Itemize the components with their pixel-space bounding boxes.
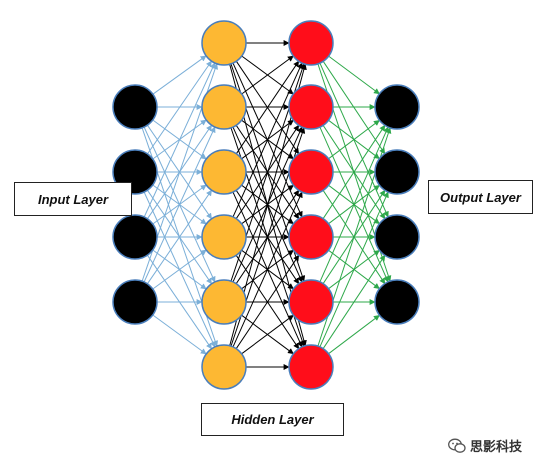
- edge-hidden-2-0-to-output-0: [328, 55, 380, 95]
- input-layer-label: Input Layer: [14, 182, 132, 216]
- edge-input-3-to-hidden-1-2: [146, 189, 213, 285]
- edge-input-0-to-hidden-1-0: [152, 55, 207, 95]
- neuron-hidden-2-5: [288, 344, 334, 390]
- neuron-output-1: [374, 149, 420, 195]
- edge-hidden-1-5-to-hidden-2-4: [241, 314, 294, 355]
- neuron-hidden-1-5: [201, 344, 247, 390]
- neuron-hidden-2-2: [288, 149, 334, 195]
- neuron-hidden-1-3: [201, 214, 247, 260]
- edge-hidden-2-5-to-output-1: [319, 191, 389, 348]
- edge-hidden-2-5-to-output-2: [322, 254, 386, 349]
- connections: [141, 40, 392, 370]
- wechat-icon: [448, 438, 466, 453]
- output-layer-label: Output Layer: [428, 180, 533, 214]
- neuron-input-3: [112, 279, 158, 325]
- watermark: 思影科技: [448, 436, 522, 455]
- edge-input-3-to-hidden-1-1: [143, 126, 216, 283]
- neuron-hidden-1-2: [201, 149, 247, 195]
- edge-hidden-1-2-to-hidden-2-0: [235, 60, 300, 155]
- neuron-hidden-1-1: [201, 84, 247, 130]
- edge-hidden-2-4-to-output-0: [319, 126, 389, 283]
- edge-hidden-2-2-to-output-0: [328, 119, 380, 160]
- neuron-hidden-2-1: [288, 84, 334, 130]
- neuron-output-3: [374, 279, 420, 325]
- edge-hidden-2-3-to-output-0: [322, 124, 386, 219]
- hidden-layer-label: Hidden Layer: [201, 403, 344, 436]
- edge-input-1-to-hidden-1-0: [147, 60, 212, 155]
- edge-input-2-to-hidden-1-0: [143, 62, 216, 218]
- neuron-hidden-1-4: [201, 279, 247, 325]
- watermark-text: 思影科技: [470, 439, 523, 454]
- edge-hidden-1-5-to-hidden-2-2: [232, 191, 303, 348]
- neurons: [112, 20, 420, 390]
- neuron-hidden-2-3: [288, 214, 334, 260]
- edge-hidden-2-5-to-output-3: [328, 314, 380, 355]
- edge-hidden-1-3-to-hidden-2-0: [232, 62, 303, 218]
- neuron-input-2: [112, 214, 158, 260]
- edge-input-3-to-hidden-1-5: [152, 314, 207, 355]
- neuron-output-0: [374, 84, 420, 130]
- neuron-hidden-1-0: [201, 20, 247, 66]
- edge-input-3-to-hidden-1-3: [152, 249, 207, 290]
- edge-hidden-1-1-to-hidden-2-0: [241, 55, 294, 95]
- neuron-hidden-2-4: [288, 279, 334, 325]
- edge-hidden-1-5-to-hidden-2-3: [235, 254, 300, 349]
- neuron-input-0: [112, 84, 158, 130]
- neuron-hidden-2-0: [288, 20, 334, 66]
- neuron-output-2: [374, 214, 420, 260]
